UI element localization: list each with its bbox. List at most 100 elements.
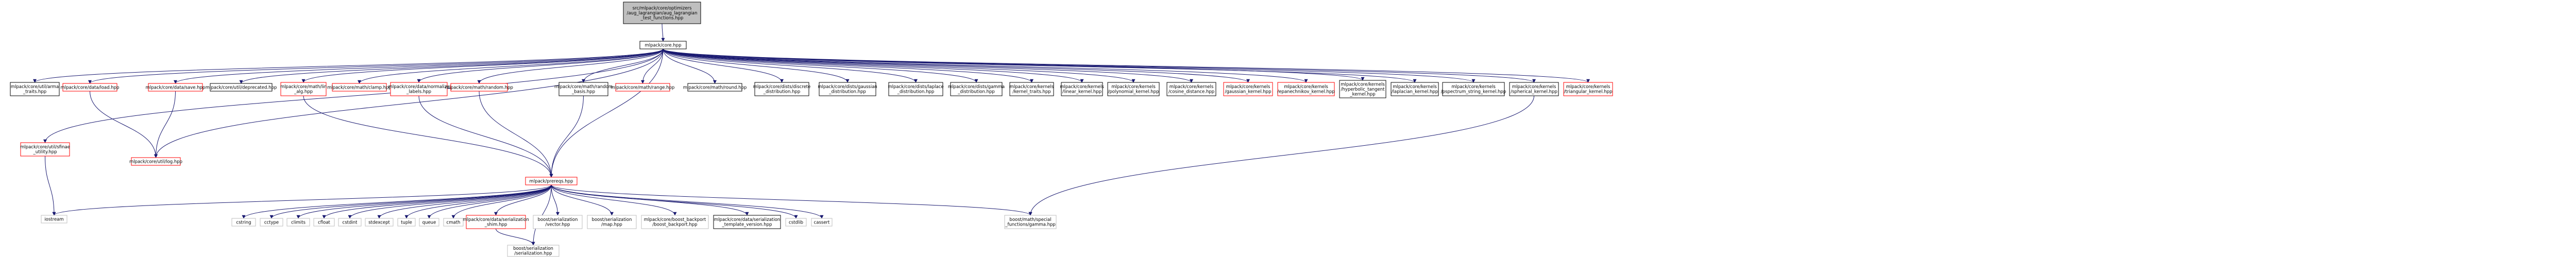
node-boost-gamma: boost/math/special_functions/gamma.hpp [1004,215,1057,229]
node-normalize-labels[interactable]: mlpack/core/data/normalize_labels.hpp [388,82,450,96]
node-label-line: /vector.hpp [546,222,570,228]
node-cstdlib: cstdlib [785,218,807,227]
node-triangular[interactable]: mlpack/core/kernels/triangular_kernel.hp… [1563,82,1613,96]
node-box [558,82,608,96]
node-box [450,83,508,92]
node-root[interactable]: src/mlpack/core/optimizers/aug_lagrangia… [623,2,701,24]
node-label-line: /epanechnikov_kernel.hpp [1277,90,1334,95]
node-label-line: iostream [44,217,63,222]
node-box [20,142,70,157]
node-iostream: iostream [41,215,67,224]
node-label-line: mlpack/core/kernels [1111,84,1156,90]
node-label-line: mlpack/core/util/arma [11,84,59,90]
node-deprecated[interactable]: mlpack/core/util/deprecated.hpp [206,83,277,92]
node-box [587,215,637,229]
node-extern[interactable]: mlpack/core/data/serialization_shim.hpp [463,215,529,229]
node-arma-traits[interactable]: mlpack/core/util/arma_traits.hpp [10,82,60,96]
node-label-line: mlpack/core/kernels [1284,84,1328,90]
node-box [525,177,578,185]
node-box [687,83,742,92]
node-label-line: /hyperbolic_tangent [1341,87,1385,92]
node-box [1061,82,1103,96]
node-label-line: mlpack/core/kernels [1341,82,1385,87]
node-cosine-distance[interactable]: mlpack/core/kernels/cosine_distance.hpp [1166,82,1216,96]
node-label-line: mlpack/core/util/sfinae [20,145,70,150]
node-range[interactable]: mlpack/core/math/range.hpp [611,83,675,92]
node-epanechnikov[interactable]: mlpack/core/kernels/epanechnikov_kernel.… [1277,82,1335,96]
node-random[interactable]: mlpack/core/math/random.hpp [445,83,513,92]
node-label-line: mlpack/core/math/range.hpp [611,85,675,90]
node-label-line: /triangular_kernel.hpp [1564,90,1613,95]
edge-core-to-gaussian_kernel [663,48,1250,83]
edge-prereqs-to-boost_gamma [551,184,1032,216]
node-boost-map: boost/serialization/map.hpp [587,215,637,229]
node-box [1004,215,1057,229]
node-spherical[interactable]: mlpack/core/kernels/spherical_kernel.hpp [1509,82,1559,96]
node-label-line: mlpack/core/math/random.hpp [445,85,513,90]
node-clamp[interactable]: mlpack/core/math/clamp.hpp [327,83,392,92]
node-box [641,215,709,229]
node-load[interactable]: mlpack/core/data/load.hpp [60,83,120,92]
node-pspectrum[interactable]: mlpack/core/kernels/pspectrum_string_ker… [1441,82,1506,96]
node-stdexcept: stdexcept [365,218,394,227]
node-hyperbolic[interactable]: mlpack/core/kernels/hyperbolic_tangent_k… [1339,80,1386,98]
node-linear-kernel[interactable]: mlpack/core/kernels/linear_kernel.hpp [1060,82,1104,96]
node-discrete[interactable]: mlpack/core/dists/discrete_distribution.… [753,82,811,96]
node-random-basis[interactable]: mlpack/core/math/random_basis.hpp [554,82,613,96]
node-cfloat: cfloat [313,218,335,227]
node-label-line: /boost_backport.hpp [652,222,697,228]
edge-prereqs-to-boost_map [551,184,614,216]
node-box [1277,82,1335,96]
node-sfinae[interactable]: mlpack/core/util/sfinae_utility.hpp [20,142,70,157]
node-kernel-traits[interactable]: mlpack/core/kernels/kernel_traits.hpp [1009,82,1054,96]
node-queue: queue [419,218,439,227]
node-template-version[interactable]: mlpack/core/data/serialization_template_… [713,215,781,229]
edge-core-to-prereqs [549,48,664,178]
edge-core-to-triangular [663,48,1590,83]
node-box [1509,82,1559,96]
edge-random-to-prereqs [479,91,553,178]
node-box [507,245,560,257]
node-box [1166,82,1216,96]
node-gamma-dist[interactable]: mlpack/core/dists/gamma_distribution.hpp [948,82,1005,96]
node-label-line: mlpack/core/kernels [1010,84,1054,90]
node-box [819,82,876,96]
node-polynomial-kernel[interactable]: mlpack/core/kernels/polynomial_kernel.hp… [1107,82,1160,96]
node-laplace-dist[interactable]: mlpack/core/dists/laplace_distribution.h… [888,82,944,96]
edge-sfinae-to-iostream [45,156,56,216]
node-label-line: mlpack/core/math/lin [280,84,327,90]
edge-random_basis-to-prereqs [549,95,584,178]
edge-core-to-laplacian_kernel [663,48,1417,83]
node-label-line: boost/serialization [513,246,553,251]
edge-prereqs-to-cmath [451,184,552,219]
node-label-line: cmath [447,220,461,225]
node-label-line: _utility.hpp [32,150,57,155]
node-core[interactable]: mlpack/core.hpp [639,41,687,49]
edge-prereqs-to-cstdlib [551,184,798,219]
edge-prereqs-to-cstring [242,184,552,219]
node-log[interactable]: mlpack/core/util/log.hpp [129,157,182,166]
node-gaussian-dist[interactable]: mlpack/core/dists/gaussian_distribution.… [818,82,877,96]
node-box [332,83,387,92]
edge-prereqs-to-cstdint [348,184,552,219]
edge-extern-to-boost_serialization [496,228,535,246]
node-climits: climits [286,218,310,227]
node-box [639,41,687,49]
node-label-line: _traits.hpp [23,90,46,95]
node-label-line: /map.hpp [601,222,622,228]
node-tuple: tuple [397,218,416,227]
edge-core-to-epanechnikov [663,48,1308,83]
node-round[interactable]: mlpack/core/math/round.hpp [683,83,747,92]
edge-core-to-gamma_dist [663,48,978,83]
node-label-line: /cosine_distance.hpp [1168,90,1214,95]
node-box [443,218,464,227]
edge-prereqs-to-cfloat [322,184,552,219]
node-box [623,2,701,24]
edge-prereqs-to-boost_backport [551,184,677,216]
node-laplacian-kernel[interactable]: mlpack/core/kernels/laplacian_kernel.hpp [1391,82,1439,96]
node-gaussian-kernel[interactable]: mlpack/core/kernels/gaussian_kernel.hpp [1223,82,1273,96]
node-label-line: mlpack/core/math/round.hpp [683,85,747,90]
node-lin-alg[interactable]: mlpack/core/math/lin_alg.hpp [280,82,327,96]
node-prereqs[interactable]: mlpack/prereqs.hpp [525,177,578,185]
node-save[interactable]: mlpack/core/data/save.hpp [146,83,206,92]
